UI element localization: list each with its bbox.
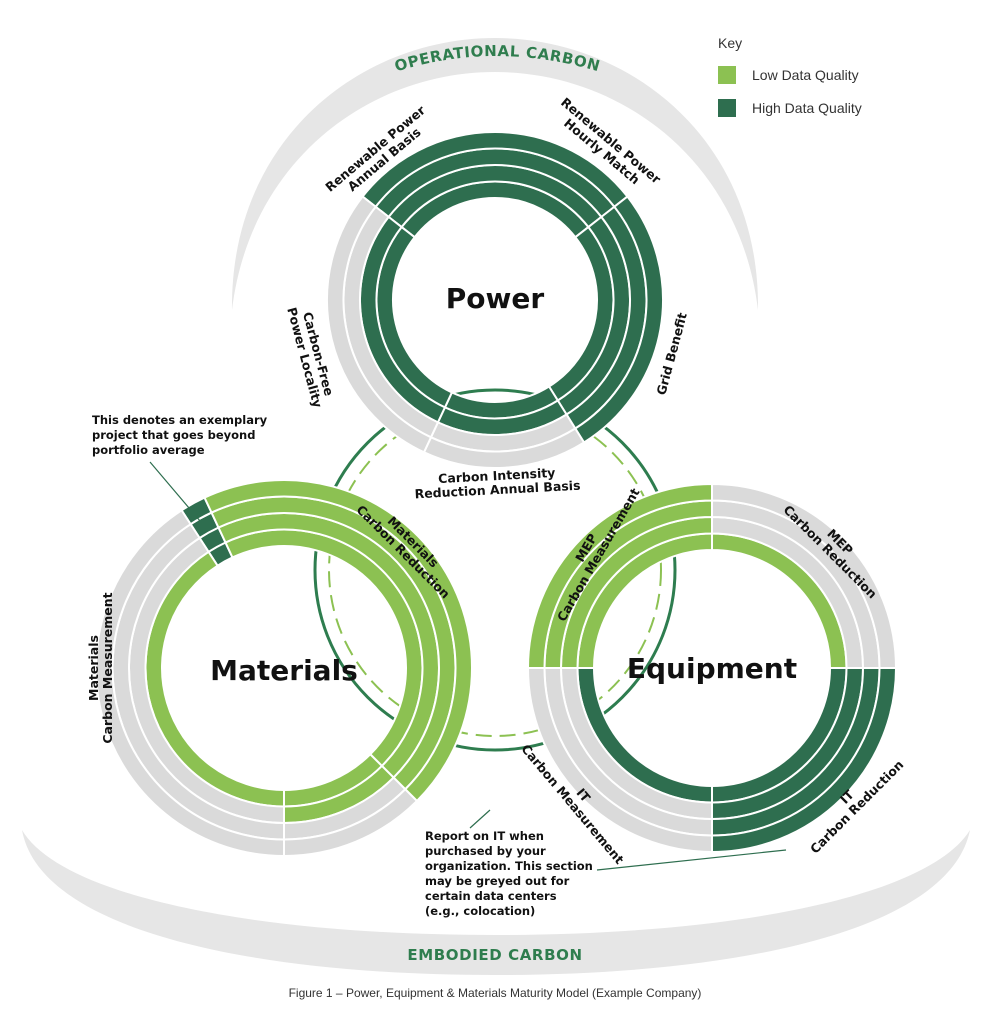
embodied-carbon-label: EMBODIED CARBON (407, 946, 582, 964)
connector-ring (313, 388, 677, 752)
legend: Key Low Data Quality High Data Quality (718, 35, 862, 117)
svg-text:may be greyed out for: may be greyed out for (425, 874, 570, 888)
svg-text:Report on IT when: Report on IT when (425, 829, 544, 843)
power-label-carbon-intensity: Carbon Intensity Reduction Annual Basis (414, 465, 581, 501)
exemplary-annotation: This denotes an exemplary project that g… (92, 413, 268, 529)
figure-caption: Figure 1 – Power, Equipment & Materials … (289, 986, 702, 1000)
equipment-maturity-ring (526, 482, 898, 854)
svg-text:project that goes beyond: project that goes beyond (92, 428, 255, 442)
it-note-annotation: Report on IT when purchased by your orga… (425, 809, 787, 918)
equipment-ring-segment-3-ring-3 (526, 482, 713, 669)
legend-label-low: Low Data Quality (752, 67, 859, 83)
svg-text:purchased by your: purchased by your (425, 844, 546, 858)
svg-text:This denotes an exemplary: This denotes an exemplary (92, 413, 268, 427)
materials-ring-segment-3-ring-3 (95, 508, 285, 858)
it-note-leader-line (596, 849, 787, 871)
embodied-carbon-band (22, 830, 970, 975)
power-title: Power (446, 282, 545, 315)
legend-title: Key (718, 35, 742, 51)
operational-carbon-band (231, 38, 759, 310)
materials-title: Materials (210, 654, 358, 687)
svg-text:Materials: Materials (86, 635, 101, 701)
legend-swatch-high (718, 99, 736, 117)
legend-swatch-low (718, 66, 736, 84)
exemplary-leader-line (149, 461, 207, 529)
svg-text:organization. This section: organization. This section (425, 859, 593, 873)
svg-text:portfolio average: portfolio average (92, 443, 205, 457)
materials-label-measurement: Materials Carbon Measurement (86, 592, 115, 743)
it-note-leader-line-2 (469, 809, 491, 829)
svg-text:Carbon Intensity: Carbon Intensity (438, 465, 556, 486)
svg-text:Carbon Measurement: Carbon Measurement (100, 592, 115, 743)
legend-label-high: High Data Quality (752, 100, 862, 116)
materials-maturity-ring (95, 479, 473, 858)
svg-text:certain data centers: certain data centers (425, 889, 557, 903)
power-ring-segment-3-ring-3 (326, 195, 433, 454)
svg-text:(e.g., colocation): (e.g., colocation) (425, 904, 535, 918)
equipment-title: Equipment (627, 652, 797, 685)
power-maturity-ring (326, 131, 664, 469)
